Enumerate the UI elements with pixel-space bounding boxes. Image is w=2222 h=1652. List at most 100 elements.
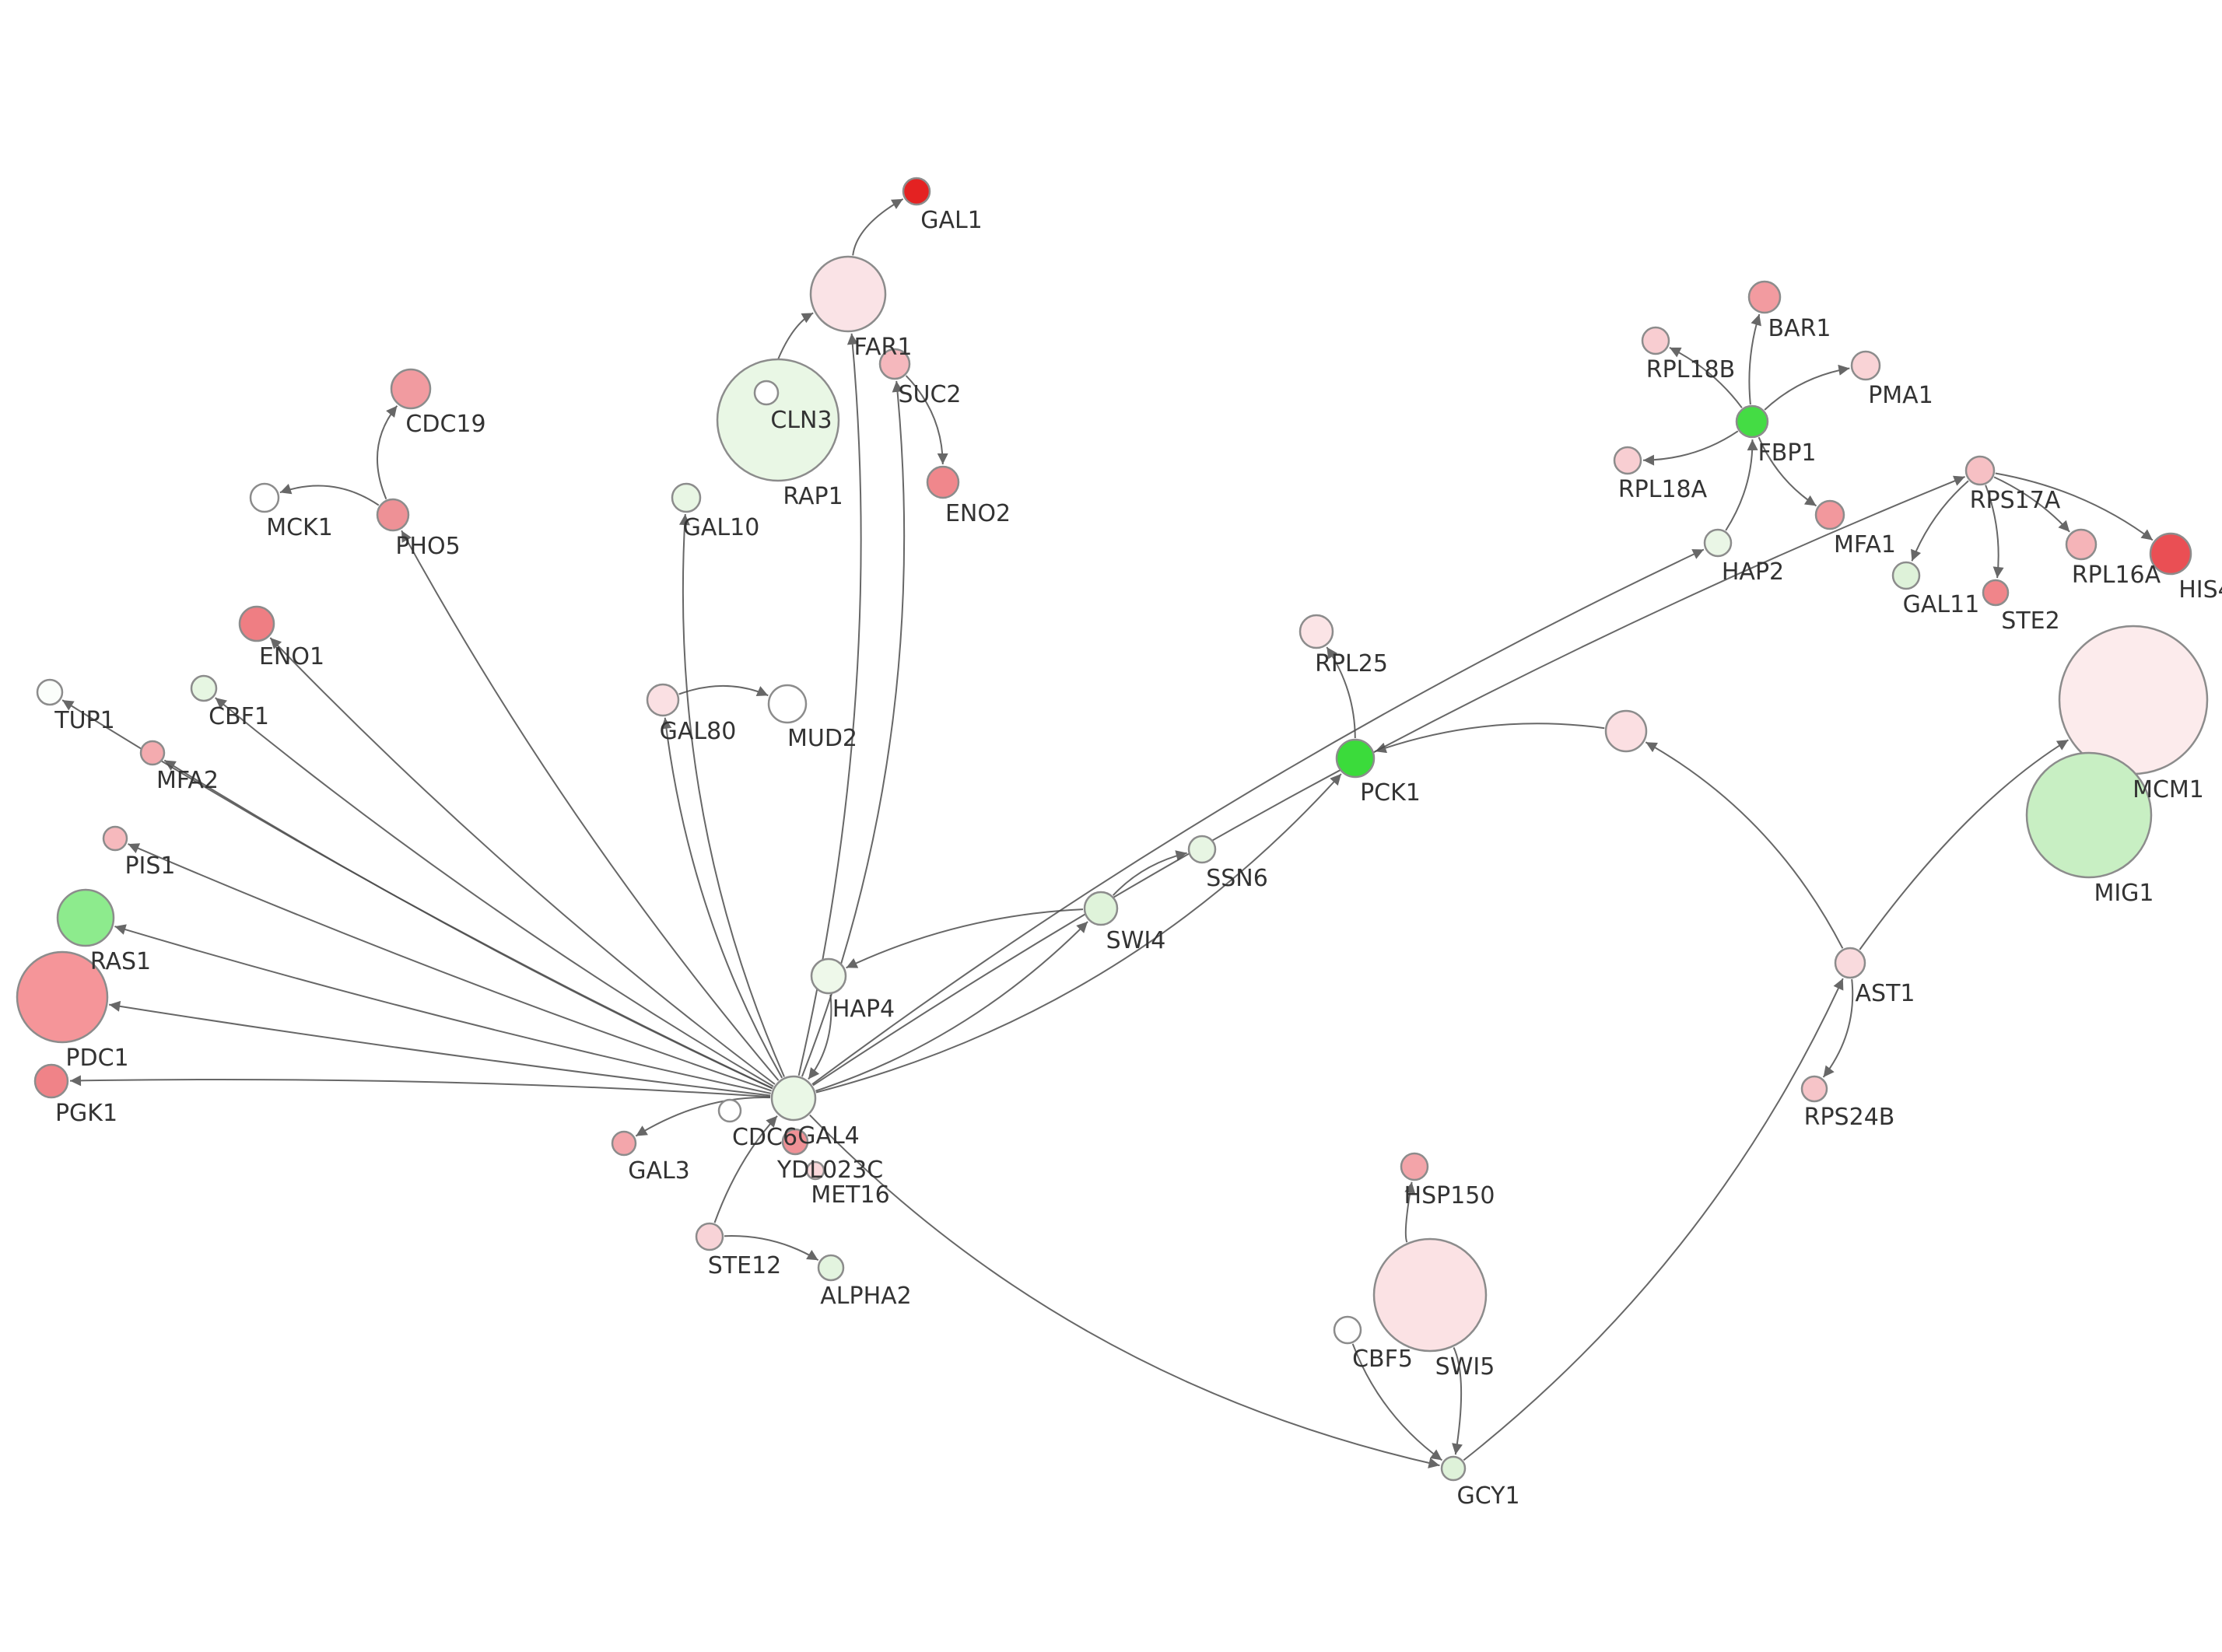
node-gcy1[interactable] bbox=[1440, 1455, 1467, 1482]
edge-fbp1-pma1[interactable] bbox=[1764, 364, 1850, 411]
node-pma1[interactable] bbox=[1850, 350, 1881, 381]
edge-gal4-gal3[interactable] bbox=[635, 1096, 771, 1137]
node-cln3[interactable] bbox=[753, 380, 780, 406]
edge-fbp1-rpl18a[interactable] bbox=[1642, 430, 1739, 466]
node-unnamed-1[interactable] bbox=[1604, 709, 1648, 753]
edge-pho5-cdc19[interactable] bbox=[376, 405, 398, 500]
node-cbf1[interactable] bbox=[190, 674, 218, 702]
node-rap1[interactable] bbox=[716, 358, 840, 482]
node-swi5[interactable] bbox=[1372, 1237, 1488, 1353]
edge-suc2-eno2[interactable] bbox=[905, 375, 948, 465]
edge-gal4-gal80[interactable] bbox=[661, 717, 783, 1079]
edge-ast1-mcm1[interactable] bbox=[1859, 739, 2070, 950]
edge-gal4-pgk1[interactable] bbox=[69, 1075, 771, 1098]
edge-ast1-rps24b[interactable] bbox=[1822, 978, 1854, 1078]
node-suc2[interactable] bbox=[878, 348, 911, 380]
edge-swi5-hsp150[interactable] bbox=[1404, 1181, 1416, 1243]
node-tup1[interactable] bbox=[36, 678, 64, 706]
node-met16[interactable] bbox=[805, 1160, 825, 1181]
node-ste12[interactable] bbox=[695, 1222, 724, 1251]
edge-gcy1-ast1[interactable] bbox=[1463, 978, 1844, 1461]
edge-ast1-unnamed1[interactable] bbox=[1645, 741, 1844, 949]
node-gal80[interactable] bbox=[646, 683, 680, 717]
node-rpl18b[interactable] bbox=[1641, 326, 1670, 355]
edge-gal4-swi4[interactable] bbox=[815, 921, 1088, 1092]
node-mfa1[interactable] bbox=[1814, 499, 1845, 530]
edge-gal4-gal10[interactable] bbox=[678, 513, 785, 1077]
node-cdc19[interactable] bbox=[390, 368, 432, 410]
edge-rps17a-his4[interactable] bbox=[1995, 472, 2154, 541]
node-bar1[interactable] bbox=[1747, 280, 1782, 314]
node-mfa2[interactable] bbox=[139, 740, 166, 766]
edge-rps17a-rpl16a[interactable] bbox=[1993, 476, 2070, 533]
edge-gal4-pho5[interactable] bbox=[401, 530, 780, 1081]
edge-swi4-ssn6[interactable] bbox=[1112, 850, 1187, 896]
node-rpl16a[interactable] bbox=[2065, 528, 2098, 561]
node-mud2[interactable] bbox=[767, 684, 808, 724]
node-eno2[interactable] bbox=[926, 465, 960, 499]
edge-cbf5-gcy1[interactable] bbox=[1351, 1343, 1442, 1461]
node-swi4[interactable] bbox=[1083, 891, 1119, 926]
node-gal4[interactable] bbox=[770, 1075, 817, 1122]
edge-swi5-gcy1[interactable] bbox=[1452, 1346, 1463, 1455]
node-pgk1[interactable] bbox=[33, 1063, 69, 1099]
edge-gal4-hap2[interactable] bbox=[811, 548, 1705, 1085]
node-mcm1[interactable] bbox=[2058, 625, 2209, 775]
edge-fbp1-mfa1[interactable] bbox=[1758, 436, 1817, 507]
node-his4[interactable] bbox=[2149, 532, 2192, 576]
node-fbp1[interactable] bbox=[1735, 404, 1769, 439]
edge-gal4-eno1[interactable] bbox=[269, 637, 776, 1085]
node-pck1[interactable] bbox=[1335, 738, 1376, 779]
edge-fbp1-rpl18b[interactable] bbox=[1669, 347, 1743, 408]
node-far1[interactable] bbox=[809, 255, 887, 333]
edge-pho5-mck1[interactable] bbox=[279, 484, 380, 506]
node-ast1[interactable] bbox=[1834, 947, 1866, 979]
edge-gal4-pis1[interactable] bbox=[128, 843, 772, 1092]
edge-gal80-mud2[interactable] bbox=[678, 684, 769, 697]
edge-far1-gal1[interactable] bbox=[852, 198, 904, 256]
node-mck1[interactable] bbox=[249, 482, 280, 513]
edge-unnamed1-pck1[interactable] bbox=[1375, 723, 1605, 754]
edge-gal4-gcy1[interactable] bbox=[809, 1114, 1440, 1468]
node-pis1[interactable] bbox=[102, 825, 128, 852]
node-ras1[interactable] bbox=[56, 888, 115, 947]
edge-gal4-cbf1[interactable] bbox=[215, 697, 774, 1087]
edge-fbp1-bar1[interactable] bbox=[1748, 313, 1761, 405]
node-rps17a[interactable] bbox=[1964, 455, 1996, 486]
edge-rps17a-gal11[interactable] bbox=[1911, 480, 1969, 562]
node-ydl023c[interactable] bbox=[781, 1128, 809, 1156]
node-cdc6[interactable] bbox=[717, 1098, 742, 1123]
node-gal11[interactable] bbox=[1891, 561, 1921, 590]
edge-ste12-alpha2[interactable] bbox=[724, 1235, 819, 1262]
edge-pck1-rpl25[interactable] bbox=[1326, 646, 1356, 739]
node-cbf5[interactable] bbox=[1333, 1315, 1362, 1345]
edge-gal4-pdc1[interactable] bbox=[109, 1000, 771, 1097]
node-alpha2[interactable] bbox=[817, 1254, 845, 1282]
edge-gal4-ras1[interactable] bbox=[114, 924, 771, 1094]
node-ste2[interactable] bbox=[1982, 579, 2010, 607]
edge-hap4-gal4[interactable] bbox=[808, 994, 832, 1080]
node-hsp150[interactable] bbox=[1400, 1152, 1429, 1181]
edge-rps17a-ste2[interactable] bbox=[1985, 485, 2004, 579]
node-hap4[interactable] bbox=[810, 957, 847, 995]
edge-ste12-gal4[interactable] bbox=[713, 1115, 778, 1223]
node-gal1[interactable] bbox=[902, 177, 931, 206]
edge-swi4-hap4[interactable] bbox=[846, 908, 1084, 969]
edge-gal4-pck1[interactable] bbox=[815, 773, 1342, 1094]
node-gal3[interactable] bbox=[611, 1130, 637, 1157]
node-rpl18a[interactable] bbox=[1613, 446, 1642, 475]
node-rps24b[interactable] bbox=[1800, 1075, 1828, 1103]
edge-gal4-mfa2[interactable] bbox=[163, 759, 773, 1090]
node-rpl25[interactable] bbox=[1299, 614, 1334, 649]
node-gal10[interactable] bbox=[671, 482, 702, 513]
edge-gal4-tup1[interactable] bbox=[61, 699, 773, 1090]
edge-hap2-fbp1[interactable] bbox=[1725, 439, 1758, 531]
node-eno1[interactable] bbox=[238, 605, 275, 642]
node-hap2[interactable] bbox=[1703, 528, 1733, 558]
node-pho5[interactable] bbox=[376, 498, 410, 532]
node-mig1[interactable] bbox=[2025, 751, 2153, 879]
node-pdc1[interactable] bbox=[16, 950, 109, 1044]
node-ssn6[interactable] bbox=[1187, 835, 1217, 864]
